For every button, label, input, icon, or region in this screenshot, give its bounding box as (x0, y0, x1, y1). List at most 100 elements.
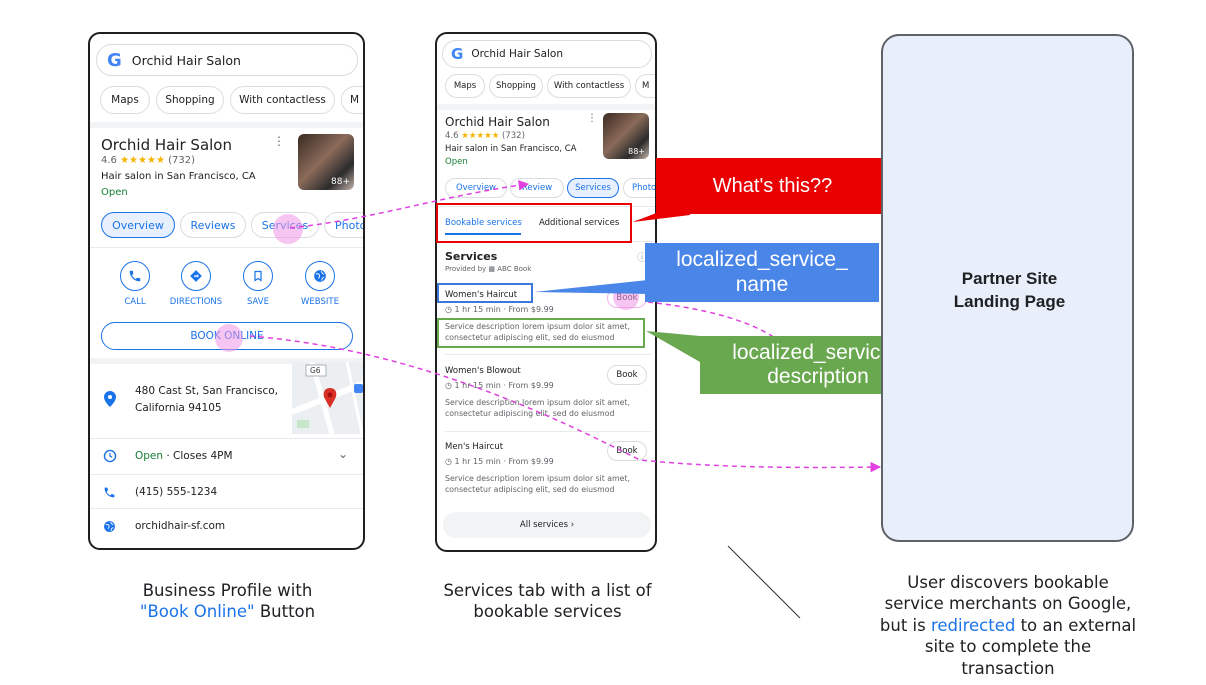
tab-reviews[interactable]: Review (510, 178, 564, 198)
caption-services-tab: Services tab with a list of bookable ser… (415, 580, 680, 623)
caption-mid-line2: bookable services (473, 602, 622, 622)
more-options-icon[interactable]: ⋮ (273, 134, 285, 148)
call-label: CALL (124, 297, 146, 307)
tap-indicator (273, 214, 303, 244)
stray-line (727, 545, 801, 619)
service-name: Women's Blowout (445, 366, 521, 376)
subtab-additional[interactable]: Additional services (539, 218, 620, 228)
globe-icon[interactable] (305, 261, 335, 291)
blue-callout-tail (534, 280, 648, 294)
subtabs-highlight-box (436, 203, 632, 243)
caption-left-button: Button (254, 602, 316, 622)
tab-services[interactable]: Services (567, 178, 619, 198)
info-icon[interactable]: ⓘ (637, 253, 647, 264)
service-name-highlight-box (437, 283, 533, 303)
search-bar[interactable]: G Orchid Hair Salon (96, 44, 358, 76)
service-name: Women's Haircut (445, 290, 518, 300)
service-desc-line2: consectetur adipiscing elit, sed do eius… (445, 333, 615, 342)
rating-row: 4.6 ★★★★★ (732) (445, 131, 525, 141)
rating-value: 4.6 (101, 155, 117, 166)
divider (445, 354, 651, 355)
photo-count: 88+ (628, 147, 645, 156)
tab-overview[interactable]: Overview (101, 212, 175, 238)
section-divider (437, 104, 655, 110)
rating-value: 4.6 (445, 131, 459, 141)
directions-label: DIRECTIONS (169, 297, 223, 307)
all-services-button[interactable]: All services › (443, 512, 651, 538)
bookmark-icon[interactable] (243, 261, 273, 291)
business-name: Orchid Hair Salon (445, 115, 550, 129)
map-thumbnail[interactable]: G6 (292, 362, 363, 434)
service-name: Men's Haircut (445, 442, 504, 452)
section-divider (90, 122, 363, 128)
phone-icon (103, 486, 116, 504)
chip-maps[interactable]: Maps (445, 74, 485, 98)
more-options-icon[interactable]: ⋮ (587, 113, 597, 124)
map-roads (292, 362, 363, 434)
hours-close: · Closes 4PM (163, 450, 233, 462)
green-callout-tail (646, 331, 700, 362)
divider (445, 431, 651, 432)
caption-right-line5: transaction (961, 658, 1055, 678)
caption-right-line4: site to complete the (924, 637, 1092, 657)
service-name-callout-line2: name (735, 272, 789, 296)
services-tab-arrow (289, 180, 530, 229)
search-text: Orchid Hair Salon (131, 52, 241, 68)
hours-row: Open · Closes 4PM (135, 450, 233, 462)
search-text: Orchid Hair Salon (471, 48, 564, 60)
service-desc-line1: Service description lorem ipsum dolor si… (445, 322, 630, 331)
business-photo[interactable]: 88+ (603, 113, 649, 159)
partner-site-landing-page: Partner Site Landing Page (881, 34, 1134, 542)
location-pin-icon (104, 391, 116, 412)
business-photo[interactable]: 88+ (298, 134, 354, 190)
service-desc-line2: consectetur adipiscing elit, sed do eius… (445, 409, 615, 418)
search-bar[interactable]: G Orchid Hair Salon (442, 40, 652, 68)
service-desc-callout-line2: description (767, 365, 869, 388)
business-category: Hair salon in San Francisco, CA (445, 144, 577, 154)
chip-more[interactable]: M (635, 74, 655, 98)
provider-line: Provided by ▦ ABC Book (445, 265, 532, 273)
open-status: Open (101, 187, 128, 198)
business-profile-phone: G Orchid Hair Salon Maps Shopping With c… (88, 32, 365, 550)
divider (437, 206, 655, 207)
service-meta: ◷ 1 hr 15 min · From $9.99 (445, 305, 554, 314)
rating-stars: ★★★★★ (120, 155, 165, 166)
tab-reviews[interactable]: Reviews (180, 212, 246, 238)
service-desc-callout-line1: localized_service_ (732, 340, 904, 364)
chip-shopping[interactable]: Shopping (156, 86, 224, 114)
services-heading: Services (445, 250, 498, 263)
phone-number[interactable]: (415) 555-1234 (135, 486, 218, 498)
review-count: (732) (502, 131, 525, 141)
book-button[interactable]: Book (607, 365, 647, 385)
tab-overview[interactable]: Overview (445, 178, 507, 198)
chip-contactless[interactable]: With contactless (230, 86, 335, 114)
call-icon[interactable] (120, 261, 150, 291)
photo-count: 88+ (331, 177, 350, 187)
service-meta: ◷ 1 hr 15 min · From $9.99 (445, 381, 554, 390)
book-online-arrow (249, 335, 882, 473)
active-subtab-indicator (445, 233, 521, 235)
caption-right-line3-pre: but is (879, 615, 931, 635)
chip-shopping[interactable]: Shopping (489, 74, 543, 98)
chip-contactless[interactable]: With contactless (547, 74, 631, 98)
business-name: Orchid Hair Salon (101, 136, 232, 154)
globe-icon (103, 520, 116, 538)
address-line-2: California 94105 (135, 402, 222, 414)
map-route-label: G6 (310, 366, 321, 375)
tab-photos[interactable]: Photo (324, 212, 363, 238)
chip-maps[interactable]: Maps (100, 86, 150, 114)
directions-icon[interactable] (181, 261, 211, 291)
subtab-bookable[interactable]: Bookable services (445, 218, 522, 228)
rating-row: 4.6 ★★★★★ (732) (101, 155, 195, 166)
whats-this-callout: What's this?? (656, 158, 889, 214)
caption-right-line2: service merchants on Google, (884, 594, 1132, 614)
service-desc-line1: Service description lorem ipsum dolor si… (445, 474, 630, 483)
tab-photos[interactable]: Photo (623, 178, 655, 198)
caption-right-line1: User discovers bookable (907, 573, 1109, 592)
chevron-down-icon[interactable]: ⌄ (338, 447, 349, 461)
chip-more[interactable]: M (341, 86, 363, 114)
website-url[interactable]: orchidhair-sf.com (135, 520, 226, 532)
caption-right-redirected: redirected (930, 615, 1016, 635)
caption-left-book-online: "Book Online" (139, 602, 255, 622)
book-button[interactable]: Book (607, 441, 647, 461)
